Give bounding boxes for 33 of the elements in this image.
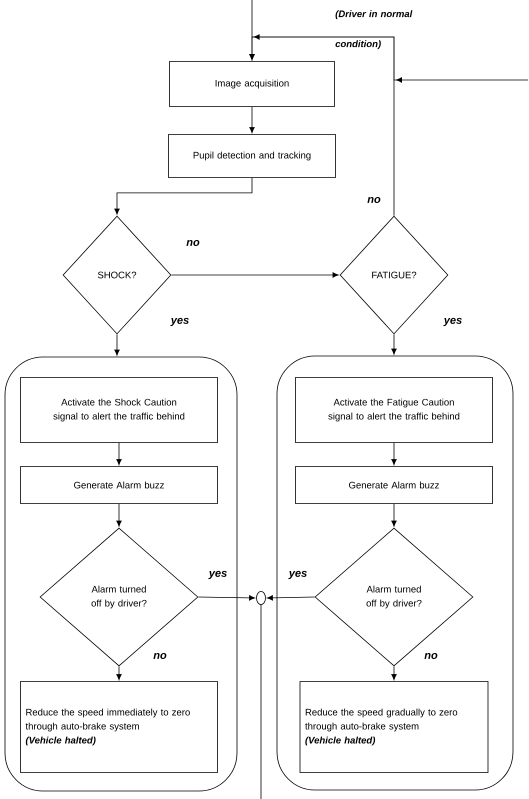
process-box: Reduce the speed immediately to zero through auto-brake system (Vehicle halted) [20,681,218,773]
process-box: Reduce the speed gradually to zero through auto-brake system (Vehicle halted) [300,681,488,773]
rounded-panel [276,356,514,790]
arrow [116,442,122,466]
edge-label: no [185,239,201,248]
process-box: Pupil detection and tracking [168,134,336,178]
arrow [171,272,339,278]
edge-label: yes [208,570,228,580]
arrow [249,106,255,134]
arrow [391,666,397,680]
arrow [391,504,397,527]
condition-note: (Driver in normal condition) [336,10,412,50]
edge-label: no [423,652,439,660]
arrow [266,595,315,601]
connector-circle [256,591,266,605]
process-box: Activate the Fatigue Caution signal to alert the traffic behind [295,377,493,443]
arrow [391,442,397,466]
arrow [114,178,252,215]
edge-label: yes [170,316,190,328]
process-box: Generate Alarm buzz [295,466,493,504]
process-box: Image acquisition [169,61,335,107]
arrow [391,334,397,355]
arrow [116,666,122,680]
edge-label: yes [288,570,308,580]
arrow [116,504,122,527]
arrow [249,36,528,83]
edge-label: no [366,196,382,204]
edge-label: no [152,652,168,660]
arrow [114,334,120,356]
arrow [198,595,256,601]
process-box: Activate the Shock Caution signal to alert the traffic behind [20,377,218,443]
process-box: Generate Alarm buzz [20,466,218,504]
rounded-panel [4,356,238,792]
